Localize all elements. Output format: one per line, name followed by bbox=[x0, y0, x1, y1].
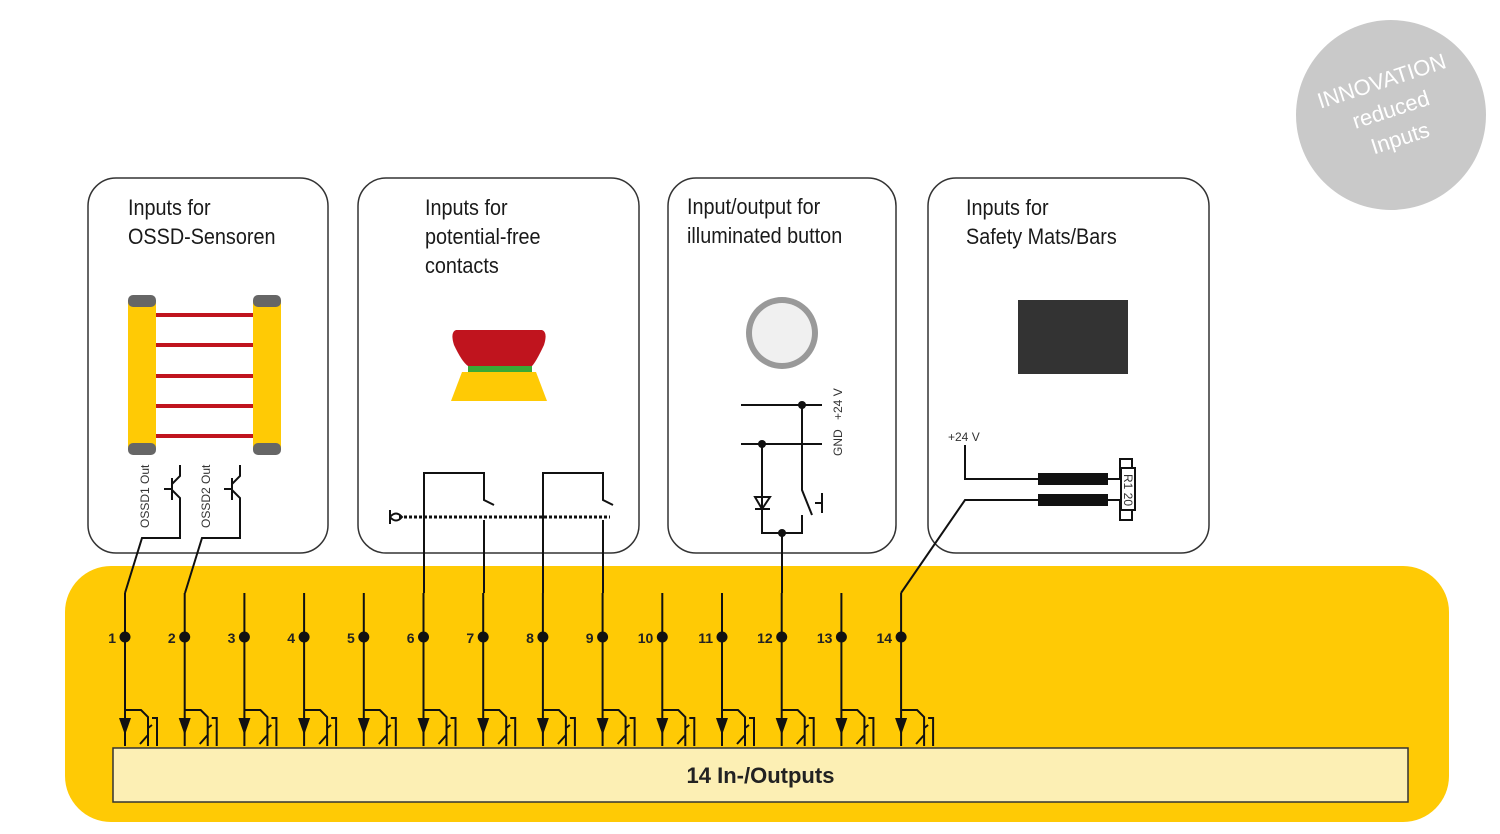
terminal-number: 4 bbox=[287, 630, 295, 646]
light-curtain-icon bbox=[128, 295, 281, 455]
terminal-dot bbox=[358, 631, 370, 643]
panel-ossd bbox=[87, 177, 329, 554]
ossd1-label: OSSD1 Out bbox=[138, 464, 152, 528]
io-label: 14 In-/Outputs bbox=[686, 763, 835, 788]
channel-11: 11 bbox=[698, 593, 755, 746]
terminal-dot bbox=[776, 631, 788, 643]
terminal-dot bbox=[418, 631, 429, 643]
terminal-dot bbox=[238, 631, 250, 643]
terminal-number: 11 bbox=[698, 630, 713, 646]
terminal-dot bbox=[716, 631, 728, 643]
terminal-number: 7 bbox=[466, 630, 474, 646]
panel-mats-title: Inputs for Safety Mats/Bars bbox=[966, 195, 1117, 249]
terminal-number: 13 bbox=[817, 630, 833, 646]
emergency-stop-icon bbox=[451, 330, 547, 401]
channel-6: 6 bbox=[407, 593, 457, 746]
channel-1: 1 bbox=[108, 593, 158, 746]
channel-12: 12 bbox=[757, 593, 815, 746]
mat-24v-label: +24 V bbox=[948, 430, 980, 444]
terminal-number: 9 bbox=[586, 630, 594, 646]
terminal-dot bbox=[895, 631, 907, 643]
channel-13: 13 bbox=[817, 593, 875, 746]
terminal-dot bbox=[477, 631, 489, 643]
terminal-dot bbox=[298, 631, 310, 643]
terminal-number: 1 bbox=[108, 630, 116, 646]
channel-2: 2 bbox=[168, 593, 218, 746]
terminal-number: 12 bbox=[757, 630, 773, 646]
channel-9: 9 bbox=[586, 593, 636, 746]
terminal-dot bbox=[119, 631, 131, 643]
terminal-dot bbox=[597, 631, 609, 643]
panel-button-title: Input/output for illuminated button bbox=[687, 194, 843, 248]
terminal-dot bbox=[179, 631, 191, 643]
terminal-number: 10 bbox=[638, 630, 654, 646]
channel-8: 8 bbox=[526, 593, 576, 746]
channel-14: 14 bbox=[877, 593, 935, 746]
terminal-number: 3 bbox=[228, 630, 236, 646]
channel-4: 4 bbox=[287, 593, 338, 746]
terminal-number: 2 bbox=[168, 630, 176, 646]
channel-3: 3 bbox=[228, 593, 278, 746]
channel-5: 5 bbox=[347, 593, 397, 746]
resistor-label: R1 20 bbox=[1121, 474, 1135, 506]
terminal-dot bbox=[537, 631, 549, 643]
illuminated-button-icon bbox=[746, 297, 818, 369]
button-24v-label: +24 V bbox=[831, 388, 845, 420]
terminal-number: 6 bbox=[407, 630, 415, 646]
panel-contacts-title: Inputs for potential-free contacts bbox=[425, 195, 541, 278]
terminal-number: 14 bbox=[877, 630, 893, 646]
panel-ossd-title: Inputs for OSSD-Sensoren bbox=[128, 195, 276, 249]
terminal-number: 5 bbox=[347, 630, 355, 646]
channel-10: 10 bbox=[638, 593, 696, 746]
terminal-dot bbox=[835, 631, 847, 643]
io-bar bbox=[112, 747, 1409, 803]
terminal-dot bbox=[656, 631, 668, 643]
innovation-badge: INNOVATION reduced Inputs bbox=[1296, 20, 1486, 210]
channel-7: 7 bbox=[466, 593, 517, 746]
terminal-number: 8 bbox=[526, 630, 534, 646]
ossd2-label: OSSD2 Out bbox=[199, 464, 213, 528]
safety-mat-icon bbox=[1018, 300, 1128, 374]
button-gnd-label: GND bbox=[831, 429, 845, 456]
